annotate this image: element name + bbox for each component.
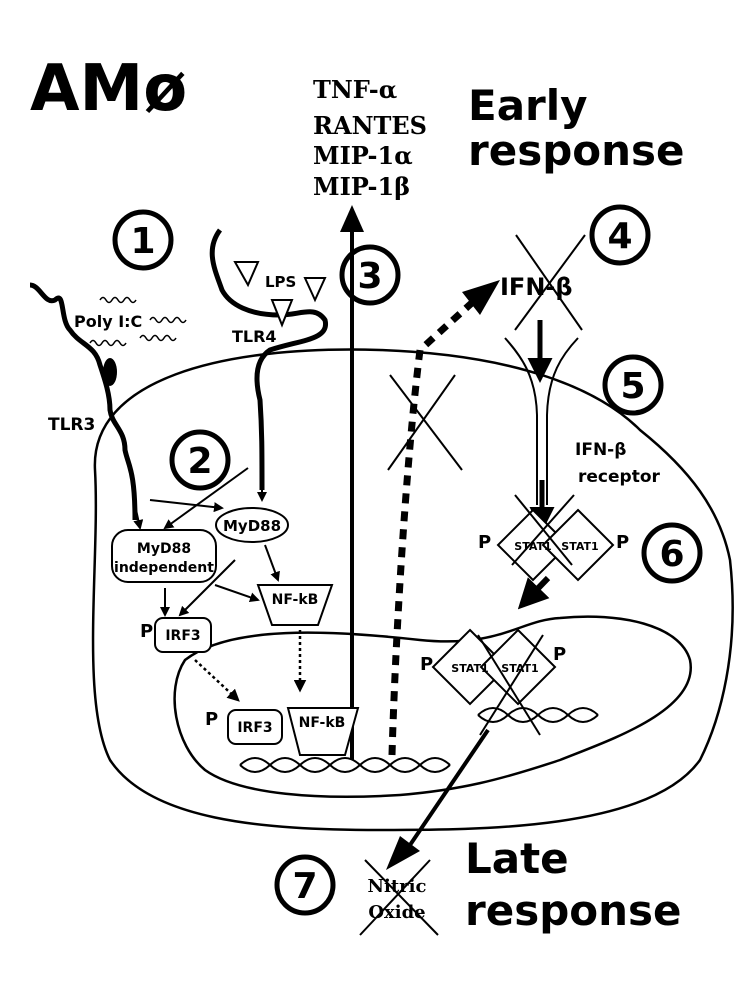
myd88-node xyxy=(215,507,289,543)
poly-ic-strands xyxy=(89,296,187,347)
stat1-translocation-arrow xyxy=(517,575,551,610)
irf3-phospho-p: P xyxy=(140,621,153,642)
stat1-nuclear-right xyxy=(479,628,557,706)
myd88-independent-line2: independent xyxy=(114,560,214,576)
nitric-oxide-arrowhead xyxy=(386,836,420,870)
stat1-cytoplasm-right-p: P xyxy=(616,532,629,553)
ifnb-induction-arrowhead xyxy=(462,280,500,315)
lps-molecules xyxy=(233,261,327,328)
ifnb-block-cross xyxy=(514,234,586,331)
stat1-nuclear-right-label: STAT1 xyxy=(501,662,538,675)
step-6-marker: 6 xyxy=(641,522,703,584)
tlr3-label: TLR3 xyxy=(48,415,95,435)
step-1-marker: 1 xyxy=(112,209,174,271)
secretion-arrowhead xyxy=(340,205,364,232)
irf3-cytoplasm-label: IRF3 xyxy=(165,628,200,644)
svg-text:2: 2 xyxy=(187,441,212,482)
stat1-cytoplasm-left-p: P xyxy=(478,532,491,553)
irf3-nuclear-node xyxy=(227,709,283,745)
stat1-block-cross xyxy=(511,494,575,566)
late-response-line2: response xyxy=(465,886,682,935)
svg-text:6: 6 xyxy=(659,534,684,575)
stat1-cytoplasm-right xyxy=(541,508,615,582)
ifnb-induction-block-cross xyxy=(387,374,463,471)
tlr4-receptor xyxy=(209,228,328,491)
dna-helix-left xyxy=(239,757,451,773)
nitric-oxide-block-cross xyxy=(359,859,439,936)
svg-text:3: 3 xyxy=(357,256,382,297)
stat1-cytoplasm-right-label: STAT1 xyxy=(561,540,598,553)
stat1-nuclear-right-p: P xyxy=(553,644,566,665)
adaptor-arrows xyxy=(133,467,280,617)
stat1-nuclear-block-cross xyxy=(477,634,544,736)
myd88-independent-line1: MyD88 xyxy=(137,541,191,557)
svg-text:7: 7 xyxy=(292,866,317,907)
cytokine-item: MIP-1α xyxy=(313,141,413,170)
ifnb-receptor-right xyxy=(546,337,579,505)
nitric-oxide-arrow xyxy=(408,728,490,847)
nitric-oxide-line1: Nitric xyxy=(368,876,427,897)
cytokine-item: TNF-α xyxy=(313,75,397,104)
cell-title: AMø xyxy=(30,52,187,126)
dna-helix-right xyxy=(477,707,599,723)
step-7-marker: 7 xyxy=(274,854,336,916)
irf3-nuclear-p: P xyxy=(205,709,218,730)
late-response-line1: Late xyxy=(465,834,569,883)
svg-text:5: 5 xyxy=(620,366,645,407)
myd88-independent-node xyxy=(111,529,217,583)
early-response-line1: Early xyxy=(468,81,588,130)
step-4-marker: 4 xyxy=(589,204,651,266)
poly-ic-label: Poly I:C xyxy=(74,312,142,331)
tlr4-label: TLR4 xyxy=(232,327,277,346)
myd88-label: MyD88 xyxy=(223,517,281,535)
ifnb-receptor-line2: receptor xyxy=(578,467,660,487)
cell-membrane xyxy=(91,348,734,832)
early-response-line2: response xyxy=(468,126,685,175)
irf3-translocation-arrow xyxy=(194,659,240,702)
step-5-marker: 5 xyxy=(602,354,664,416)
stat1-nuclear-left-p: P xyxy=(420,654,433,675)
nucleus xyxy=(173,615,692,798)
nfkb-cytoplasm-node xyxy=(256,584,334,626)
nfkb-nuclear-node xyxy=(286,707,360,756)
step-3-marker: 3 xyxy=(339,244,401,306)
cytokine-item: MIP-1β xyxy=(313,172,410,201)
stat1-nuclear-left-label: STAT1 xyxy=(451,662,488,675)
tlr3-domain-icon xyxy=(103,358,117,386)
ifnb-label: IFN-β xyxy=(500,273,573,301)
ifnb-receptor-left xyxy=(504,337,538,505)
lps-label: LPS xyxy=(265,273,296,291)
irf3-nuclear-label: IRF3 xyxy=(237,720,272,736)
tlr3-receptor xyxy=(29,282,138,521)
step-2-marker: 2 xyxy=(169,429,231,491)
svg-text:1: 1 xyxy=(130,221,155,262)
cytokine-list: TNF-α RANTES MIP-1α MIP-1β xyxy=(313,75,427,201)
irf3-cytoplasm-node xyxy=(154,617,212,653)
ifnb-receptor-line1: IFN-β xyxy=(575,440,626,460)
svg-text:4: 4 xyxy=(607,216,632,257)
stat1-cytoplasm-left-label: STAT1 xyxy=(514,540,551,553)
ifnb-induction-arrow xyxy=(388,297,478,756)
nfkb-nuclear-label: NF-kB xyxy=(299,715,346,731)
cytokine-item: RANTES xyxy=(313,111,427,140)
nfkb-cytoplasm-label: NF-kB xyxy=(272,592,319,608)
